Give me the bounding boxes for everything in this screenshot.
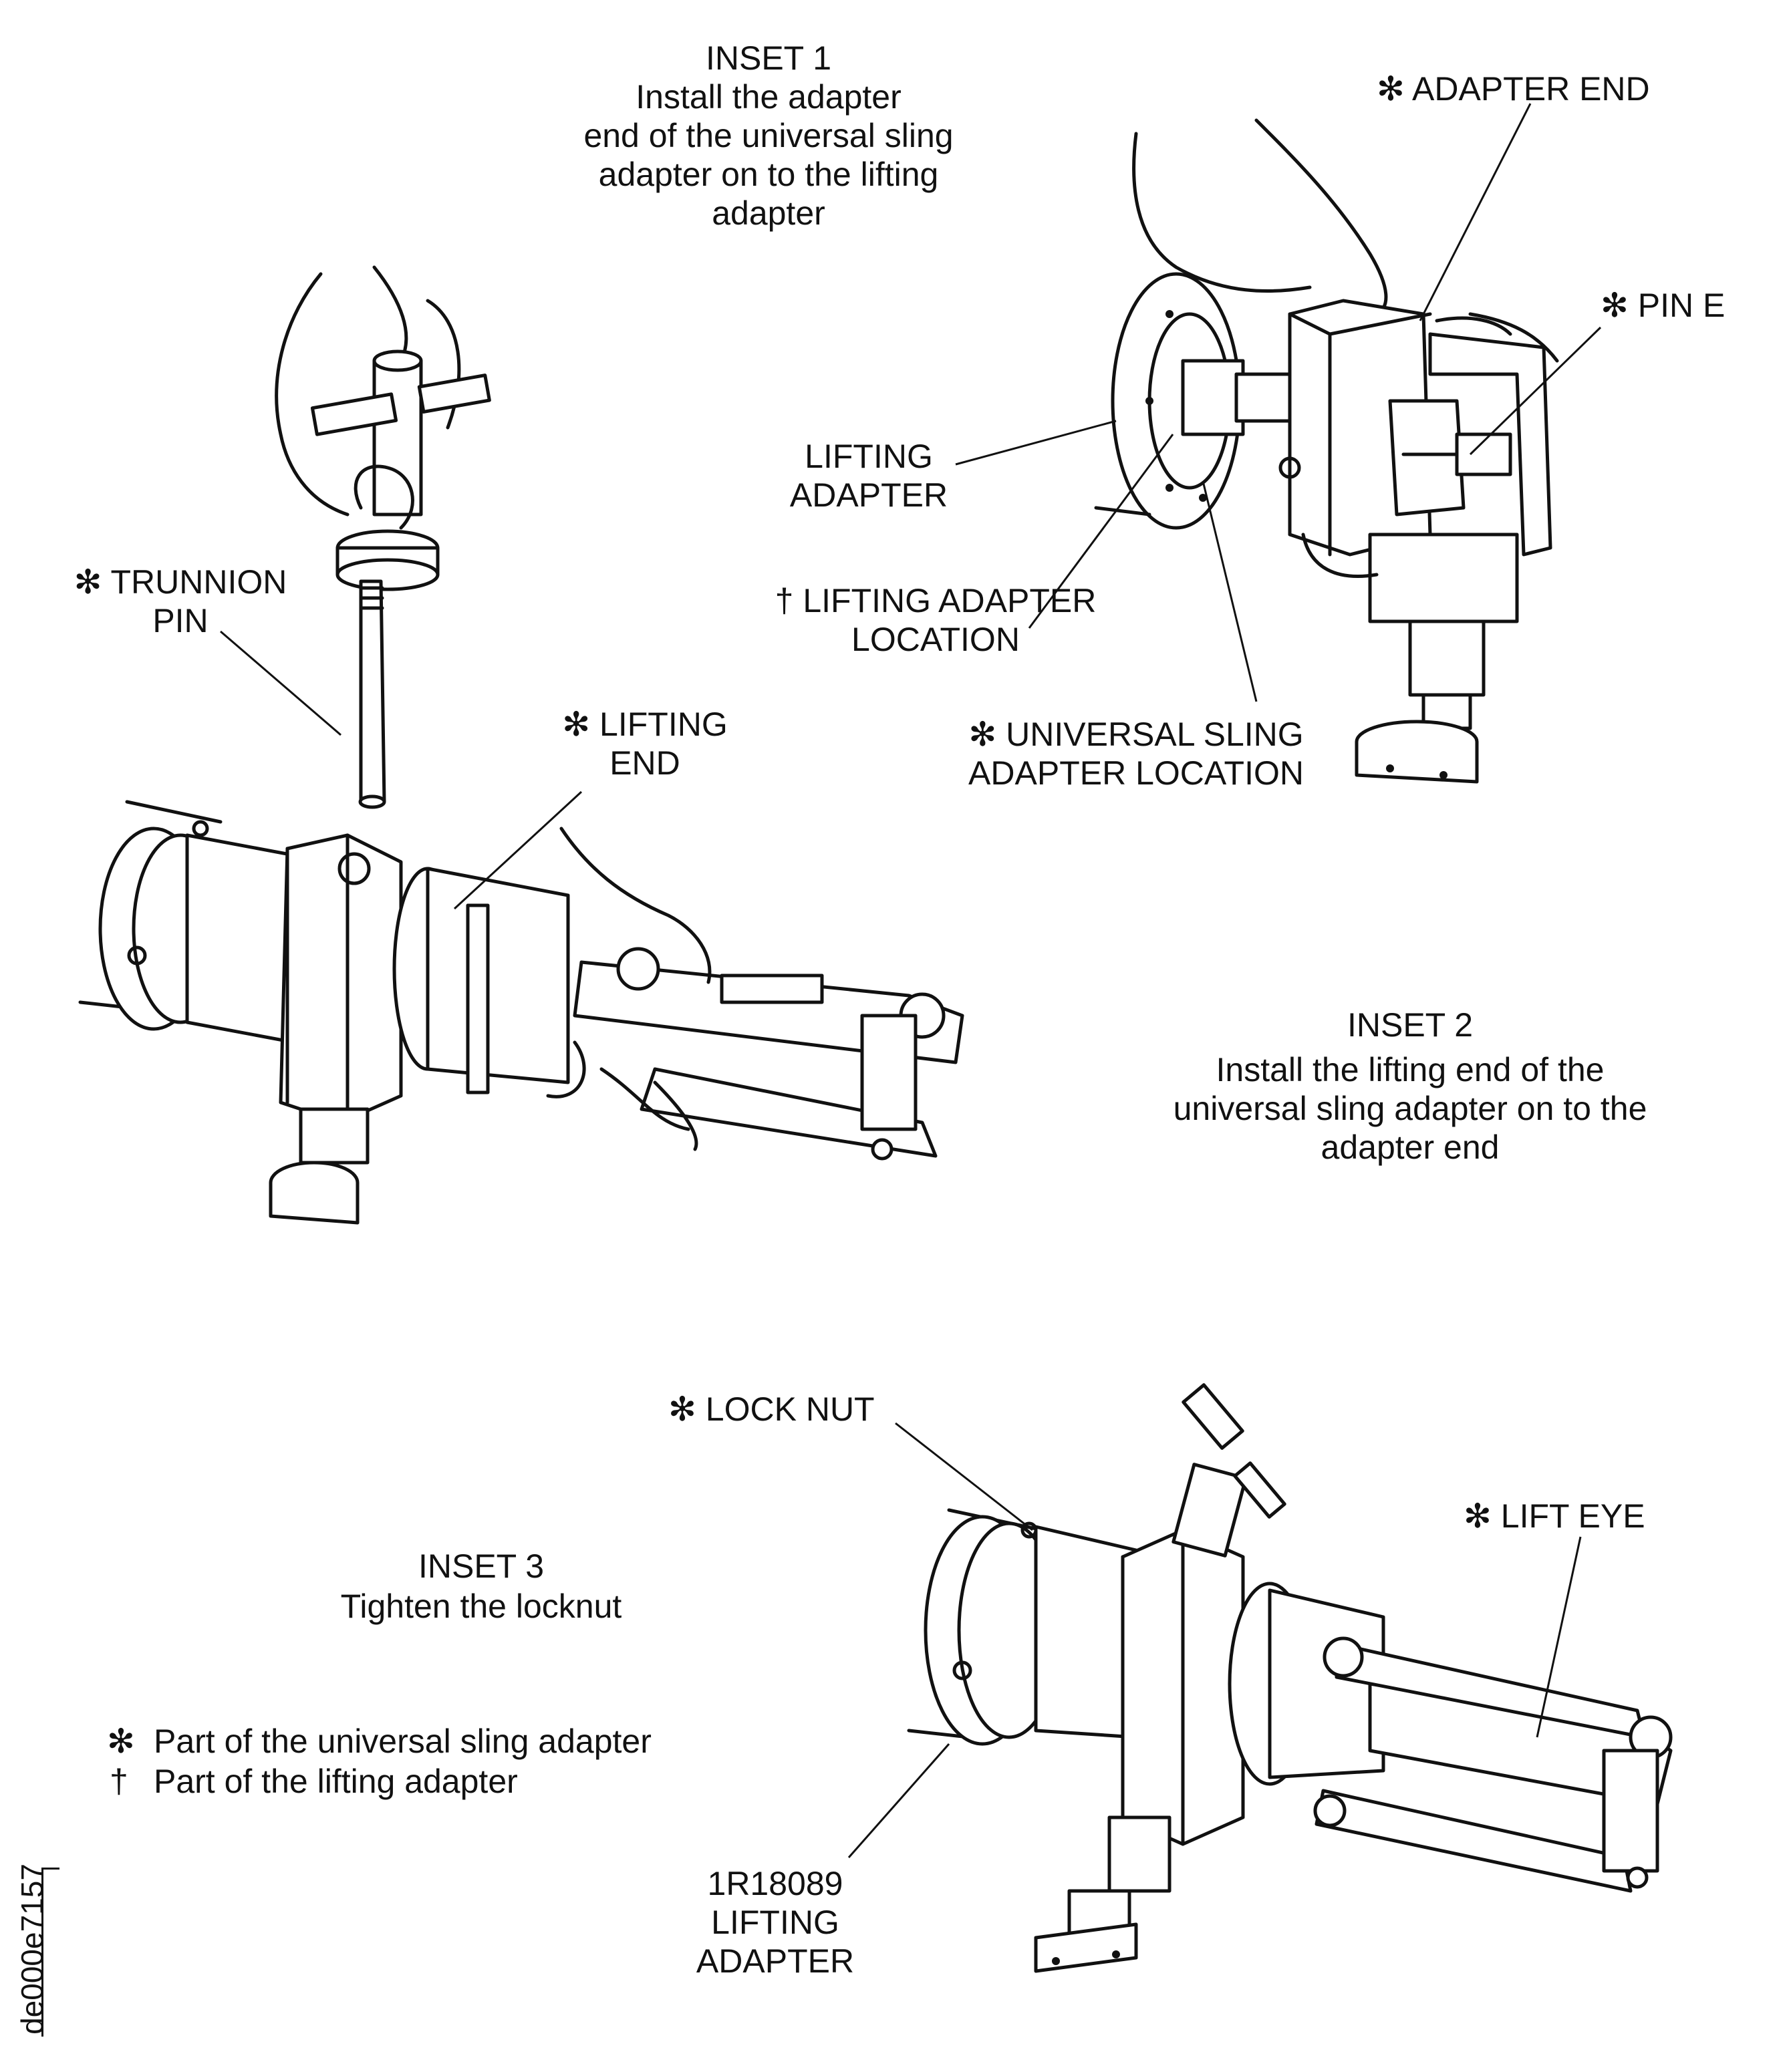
figure-id: de000e7157 xyxy=(0,1864,60,2038)
callout-line: ✻ UNIVERSAL SLING xyxy=(968,716,1304,753)
inset3-title: INSET 3 xyxy=(418,1547,545,1585)
callout-line: ✻ TRUNNION xyxy=(74,563,287,601)
inset1-line: adapter on to the lifting xyxy=(598,156,939,193)
callout-lock-nut: ✻ LOCK NUT xyxy=(668,1390,875,1428)
callout-adapter-end: ✻ ADAPTER END xyxy=(1377,70,1650,108)
legend-symbol: ✻ xyxy=(107,1723,135,1760)
inset2-line: universal sling adapter on to the xyxy=(1173,1090,1647,1127)
figure-id-text: de000e7157 xyxy=(14,1864,49,2035)
callout-lift-eye: ✻ LIFT EYE xyxy=(1464,1497,1645,1535)
callout-line: PIN xyxy=(152,602,209,639)
inset2-illustration xyxy=(78,800,964,1225)
callout-line: ADAPTER xyxy=(696,1942,855,1980)
callout-line: END xyxy=(609,744,680,782)
callout-line: † LIFTING ADAPTER xyxy=(775,582,1097,619)
callout-line: 1R18089 xyxy=(707,1865,843,1902)
callout-line: ADAPTER LOCATION xyxy=(968,754,1304,792)
legend-text: Part of the lifting adapter xyxy=(154,1763,518,1800)
trunnion-pin-illustration xyxy=(275,265,491,809)
callout-line: LOCATION xyxy=(851,621,1020,658)
inset1-line: adapter xyxy=(712,194,825,232)
inset3-line: Tighten the locknut xyxy=(340,1588,622,1625)
callout-pin-e: ✻ PIN E xyxy=(1601,287,1726,324)
legend-text: Part of the universal sling adapter xyxy=(154,1723,652,1760)
inset1-illustration xyxy=(1094,118,1559,784)
inset1-title: INSET 1 xyxy=(705,39,832,77)
inset3-illustration xyxy=(907,1383,1673,1973)
inset1-line: end of the universal sling xyxy=(583,117,954,154)
inset2-title: INSET 2 xyxy=(1347,1006,1474,1044)
figure-id-bracket xyxy=(41,1868,59,2037)
callout-line: LIFTING xyxy=(711,1904,839,1941)
callout-line: LIFTING xyxy=(805,438,933,475)
inset2-line: Install the lifting end of the xyxy=(1216,1051,1605,1088)
callout-line: ADAPTER xyxy=(789,476,948,514)
legend-symbol: † xyxy=(110,1763,128,1800)
leader-lines xyxy=(220,103,1602,1858)
inset1-line: Install the adapter xyxy=(636,78,902,116)
callout-line: ✻ LIFTING xyxy=(562,706,728,743)
inset2-line: adapter end xyxy=(1321,1129,1500,1166)
